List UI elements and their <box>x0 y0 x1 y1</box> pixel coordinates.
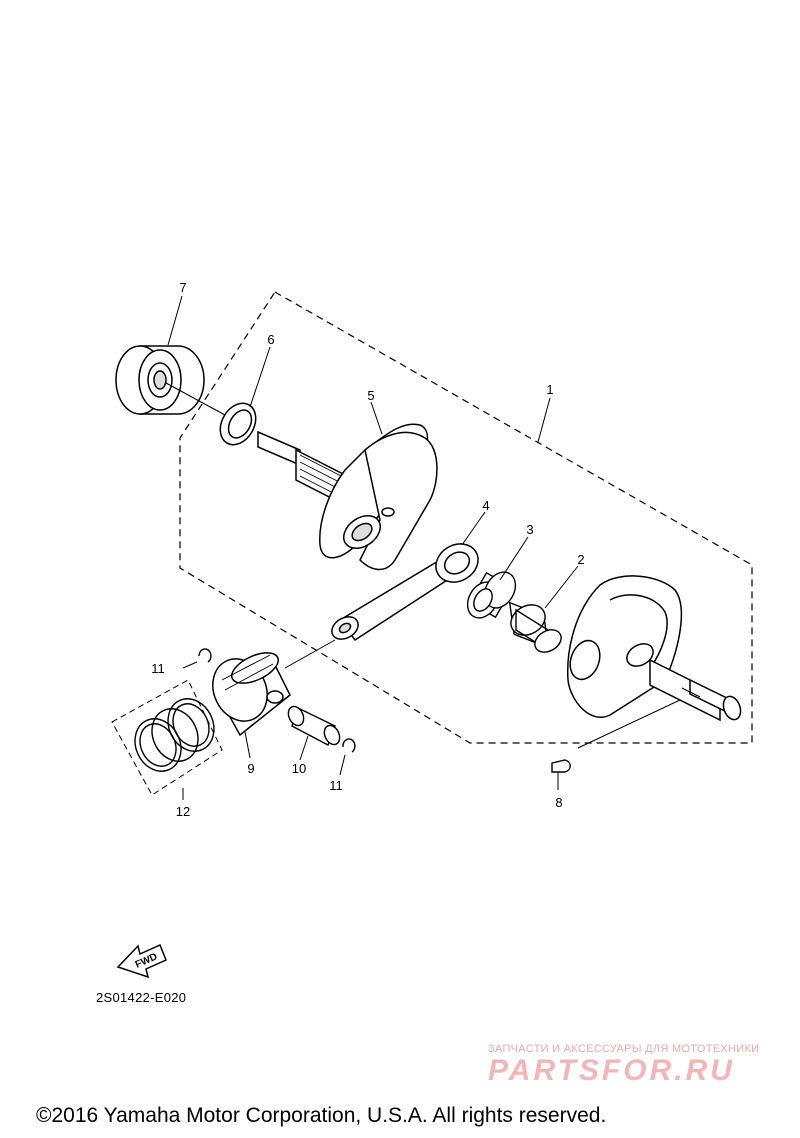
bearing-part-7 <box>115 345 205 415</box>
callout-12: 12 <box>176 804 190 819</box>
piston-rings-part-12 <box>134 698 215 772</box>
watermark-logo: PARTSFOR.RU <box>488 1054 735 1087</box>
callout-8: 8 <box>555 795 562 810</box>
callout-10: 10 <box>292 761 306 776</box>
crank-pin-part-2 <box>508 601 562 653</box>
callout-6: 6 <box>267 332 274 347</box>
copyright-notice: ©2016 Yamaha Motor Corporation, U.S.A. A… <box>36 1104 607 1127</box>
leader-lines <box>167 295 681 800</box>
watermark-tagline: ЗАПЧАСТИ И АКСЕССУАРЫ ДЛЯ МОТОТЕХНИКИ <box>488 1043 760 1055</box>
ring-set-boundary <box>111 679 223 796</box>
fwd-arrow-icon: FWD <box>116 943 167 979</box>
callout-5: 5 <box>367 388 374 403</box>
piston-pin-part-10 <box>287 705 341 746</box>
callout-2: 2 <box>577 552 584 567</box>
callout-11-upper: 11 <box>151 661 165 676</box>
callout-4: 4 <box>482 498 489 513</box>
conrod-part-4 <box>331 543 479 642</box>
needle-bearing-part-3 <box>466 571 517 619</box>
crank-left-part-5 <box>257 423 438 571</box>
diagram-code: 2S01422-E020 <box>96 990 187 1005</box>
callout-3: 3 <box>526 522 533 537</box>
seal-part-6 <box>219 402 257 446</box>
circlip-part-11-upper <box>198 648 212 663</box>
centerline-7 <box>165 382 226 416</box>
crankshaft-assembly-boundary <box>179 291 753 744</box>
centerline-4 <box>284 639 336 669</box>
crank-right-half <box>566 575 742 722</box>
callout-1: 1 <box>546 382 553 397</box>
callout-9: 9 <box>247 761 254 776</box>
key-part-8 <box>551 759 571 773</box>
callout-7: 7 <box>179 280 186 295</box>
piston-part-9 <box>212 652 291 737</box>
callout-11-lower: 11 <box>329 778 343 793</box>
circlip-part-11-lower <box>342 738 356 753</box>
